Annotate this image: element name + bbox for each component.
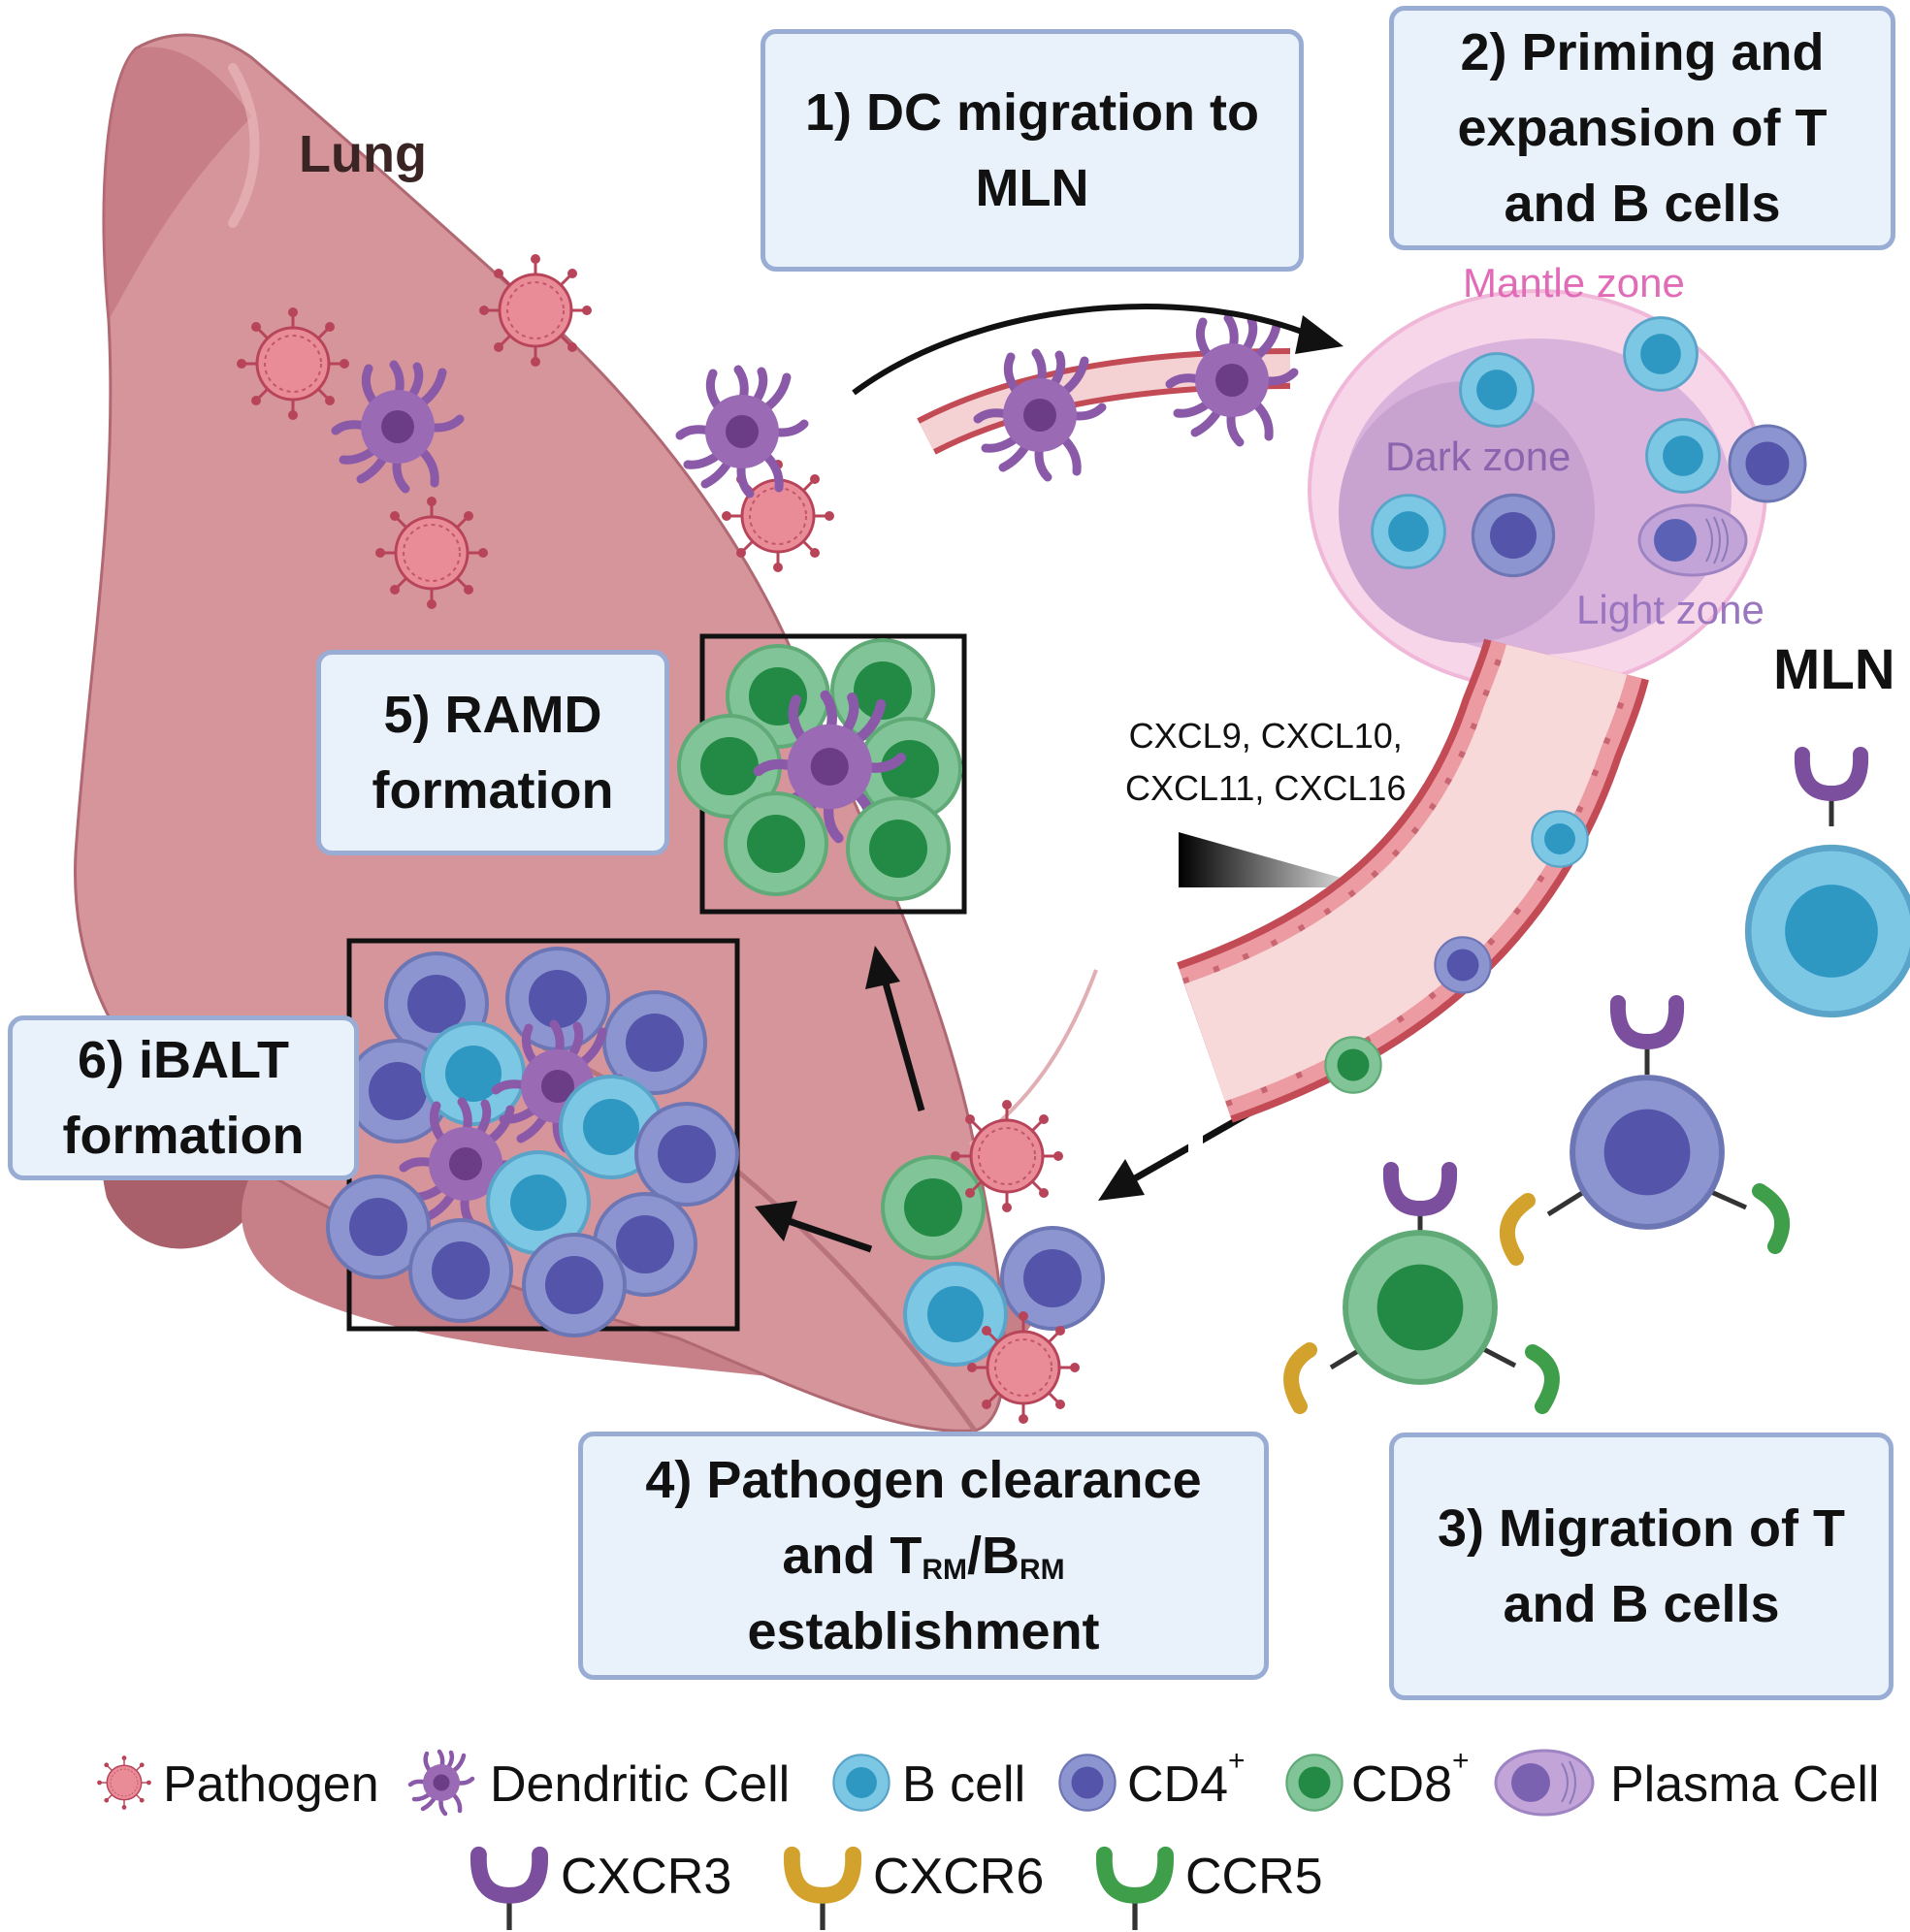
- ramd-cluster: [677, 633, 967, 915]
- lung-label: Lung: [299, 125, 427, 183]
- legend-ccr5: CCR5: [1185, 1849, 1323, 1905]
- legend-pathogen: Pathogen: [163, 1756, 379, 1813]
- cd4-icon: [1058, 1754, 1117, 1812]
- legend-cd8-text: CD8: [1351, 1756, 1453, 1813]
- step-5-box: 5) RAMD formation: [316, 650, 669, 855]
- legend-cd4-text: CD4: [1127, 1756, 1229, 1813]
- step-4-line-1: 4) Pathogen clearance: [645, 1451, 1202, 1509]
- cd8-icon: [1285, 1754, 1343, 1812]
- step-4-line-2: and TRM/BRM: [645, 1518, 1201, 1594]
- step-4-text: and T: [782, 1527, 923, 1585]
- legend-b-cell: B cell: [902, 1756, 1026, 1813]
- lung-apex-highlight: [228, 63, 260, 228]
- mln-lymph-node: [1308, 289, 1807, 691]
- step-4-sub-1: RM: [922, 1554, 967, 1586]
- legend-cd8: CD8+: [1351, 1747, 1470, 1814]
- blood-vessel: [1176, 637, 1649, 1123]
- step-1-box: 1) DC migration to MLN: [761, 29, 1304, 272]
- chemokine-gradient: [1179, 832, 1376, 887]
- dendritic-cell-icon: [680, 370, 804, 494]
- chemokine-line-1: CXCL9, CXCL10,: [1128, 716, 1403, 756]
- step-4-line-3: establishment: [747, 1602, 1100, 1660]
- ccr5-icon: [1104, 1854, 1165, 1930]
- legend-cd4: CD4+: [1127, 1747, 1246, 1814]
- legend-icons: [96, 1749, 1595, 1930]
- chemokine-line-2: CXCL11, CXCL16: [1125, 768, 1407, 808]
- step-3-line-1: 3) Migration of T: [1438, 1499, 1845, 1558]
- lung-fissure-2: [968, 969, 1098, 1146]
- step-5-line-2: formation: [372, 761, 614, 820]
- b-cell-icon: [832, 1754, 890, 1812]
- legend-cxcr6: CXCR6: [873, 1849, 1045, 1905]
- step-1-line-1: 1) DC migration to: [805, 83, 1259, 142]
- step-3-box: 3) Migration of T and B cells: [1389, 1433, 1894, 1700]
- step-2-line-3: and B cells: [1504, 175, 1781, 233]
- step-4-sub-2: RM: [1019, 1554, 1065, 1586]
- migrating-cd4-t-cell: [1500, 1003, 1791, 1266]
- vessel-cutoff: [1188, 1046, 1203, 1191]
- legend-cxcr3: CXCR3: [561, 1849, 732, 1905]
- step-6-line-2: formation: [62, 1107, 305, 1165]
- migration-arrow: [852, 304, 1343, 396]
- step-2-line-1: 2) Priming and: [1460, 23, 1825, 81]
- cxcr3-icon: [478, 1854, 539, 1930]
- legend-dendritic-cell: Dendritic Cell: [490, 1756, 791, 1813]
- legend-cd8-plus: +: [1452, 1745, 1470, 1777]
- step-1-line-2: MLN: [975, 159, 1089, 217]
- step-5-line-1: 5) RAMD: [383, 686, 602, 744]
- cxcr6-icon: [792, 1854, 853, 1930]
- legend-cd4-plus: +: [1228, 1745, 1246, 1777]
- mantle-zone-label: Mantle zone: [1463, 260, 1685, 306]
- pathogen-icon: [477, 252, 594, 369]
- step-4-box: 4) Pathogen clearance and TRM/BRM establ…: [578, 1432, 1269, 1680]
- plasma-cell-icon: [1494, 1749, 1595, 1817]
- migrating-b-cell: [1748, 755, 1910, 1014]
- chemokine-label: CXCL9, CXCL10, CXCL11, CXCL16: [1125, 710, 1406, 815]
- migrating-cd8-t-cell: [1283, 1170, 1560, 1414]
- step-2-line-2: expansion of T: [1457, 99, 1828, 157]
- step-2-box: 2) Priming and expansion of T and B cell…: [1389, 6, 1895, 250]
- lung-apex-shade: [104, 47, 252, 320]
- step-4-text-2: /B: [966, 1527, 1020, 1585]
- legend-plasma-cell: Plasma Cell: [1610, 1756, 1880, 1813]
- dark-zone-label: Dark zone: [1385, 434, 1571, 479]
- step-3-line-2: and B cells: [1503, 1575, 1780, 1633]
- step-6-box: 6) iBALT formation: [8, 1015, 359, 1180]
- pathogen-icon: [373, 495, 490, 611]
- lymphatic-vessel: [917, 318, 1294, 477]
- pathogen-icon: [96, 1755, 152, 1811]
- light-zone-label: Light zone: [1576, 587, 1764, 632]
- mln-label: MLN: [1773, 638, 1895, 701]
- step-6-line-1: 6) iBALT: [78, 1031, 289, 1089]
- dendritic-cell-icon: [410, 1752, 472, 1814]
- pathogen-icon: [235, 306, 351, 422]
